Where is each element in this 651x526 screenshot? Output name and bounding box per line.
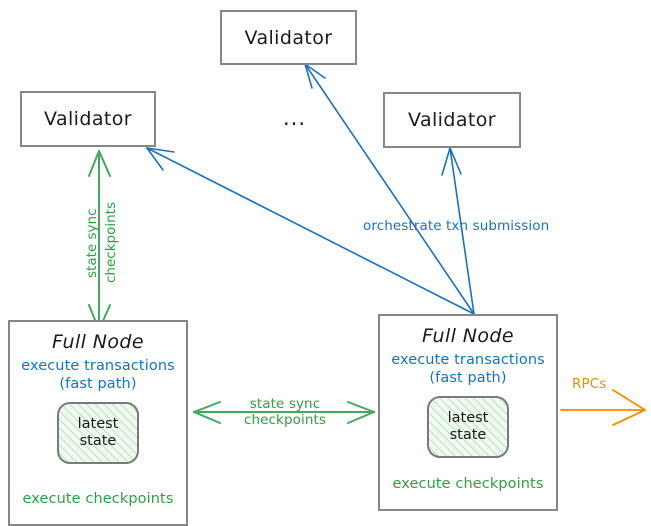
full-node-right-title: Full Node xyxy=(422,325,514,347)
full-node-left-execute-checkpoints: execute checkpoints xyxy=(22,491,174,507)
full-node-right-blue-line-2: (fast path) xyxy=(429,369,507,386)
full-node-left-state-line-1: latest xyxy=(77,416,119,433)
full-node-right-latest-state-box[interactable]: latest state xyxy=(427,396,509,459)
full-node-right-state-line-2: state xyxy=(449,427,487,444)
state-sync-vertical-label-line-2: checkpoints xyxy=(103,202,119,283)
full-node-left-execute-transactions: execute transactions (fast path) xyxy=(21,358,175,393)
validator-right-box[interactable]: Validator xyxy=(383,92,521,148)
state-sync-horizontal-label: state sync checkpoints xyxy=(232,396,338,428)
full-node-left-state-line-2: state xyxy=(79,433,117,450)
validator-left-box[interactable]: Validator xyxy=(20,91,156,147)
validator-left-label: Validator xyxy=(44,108,132,130)
rpcs-label: RPCs xyxy=(572,376,607,392)
full-node-right-box[interactable]: Full Node execute transactions (fast pat… xyxy=(378,314,558,511)
validator-top-box[interactable]: Validator xyxy=(220,10,357,65)
full-node-right-execute-checkpoints: execute checkpoints xyxy=(392,476,544,492)
state-sync-horizontal-label-line-2: checkpoints xyxy=(243,412,327,429)
full-node-left-latest-state-box[interactable]: latest state xyxy=(57,402,139,465)
full-node-left-title: Full Node xyxy=(52,331,144,353)
validator-right-label: Validator xyxy=(408,109,496,131)
rpcs-arrow xyxy=(560,389,646,426)
full-node-right-execute-transactions: execute transactions (fast path) xyxy=(391,352,545,387)
full-node-right-state-line-1: latest xyxy=(447,410,489,427)
validator-top-label: Validator xyxy=(244,26,333,49)
full-node-left-box[interactable]: Full Node execute transactions (fast pat… xyxy=(8,320,188,526)
orchestrate-txn-submission-label: orchestrate txn submission xyxy=(363,218,550,234)
validators-ellipsis: ... xyxy=(283,106,307,130)
state-sync-horizontal-label-line-1: state sync xyxy=(249,396,321,412)
state-sync-vertical-label-line-1: state sync xyxy=(84,208,100,279)
full-node-right-blue-line-1: execute transactions xyxy=(391,352,545,368)
full-node-left-blue-line-1: execute transactions xyxy=(21,358,175,374)
full-node-left-blue-line-2: (fast path) xyxy=(59,375,137,392)
